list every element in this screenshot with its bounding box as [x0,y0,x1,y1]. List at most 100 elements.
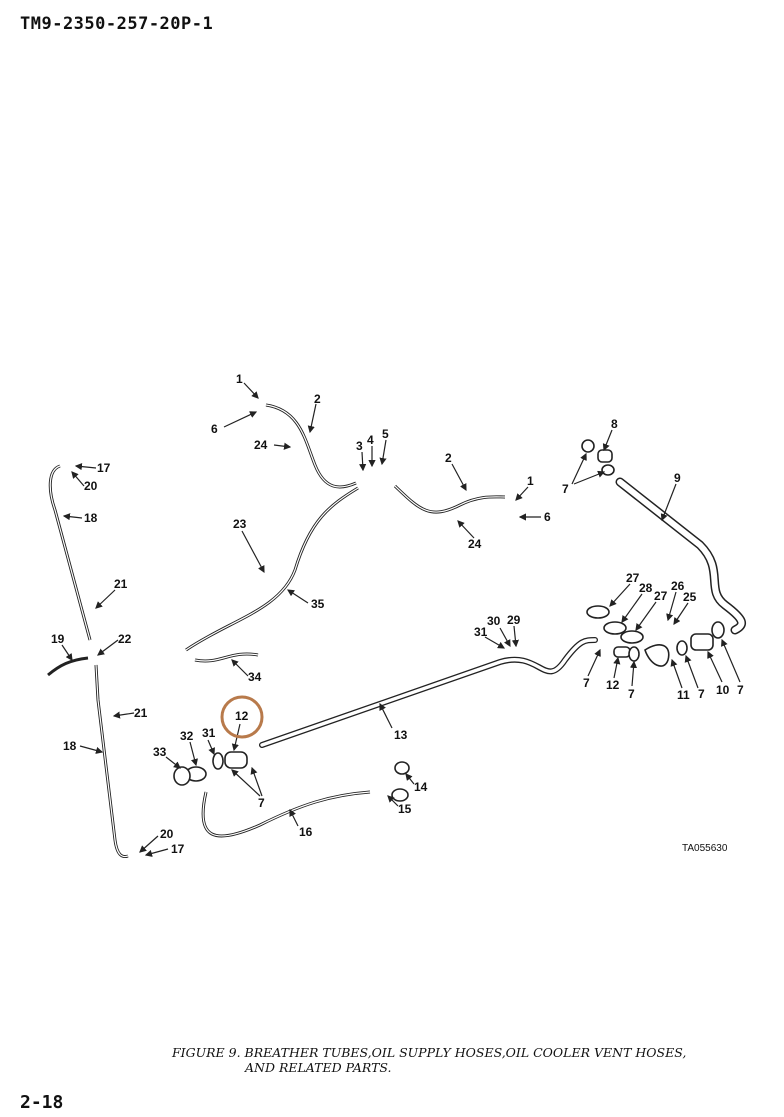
leader-line [721,638,741,683]
leader-line [139,835,159,853]
callout-31: 31 [474,625,488,639]
callout-7: 7 [698,687,705,701]
leader-line [587,648,601,677]
leader-line [499,627,511,648]
leader-line [684,654,699,689]
leader-line [359,451,367,472]
leader-line [289,808,299,827]
callout-24: 24 [254,438,268,452]
leader-line [484,636,506,649]
hose-34 [194,652,259,663]
callout-24: 24 [468,537,482,551]
callout-21: 21 [134,706,148,720]
callout-7: 7 [562,482,569,496]
callout-10: 10 [716,683,730,697]
callout-18: 18 [84,511,98,525]
tube-13 [259,637,598,748]
leader-line [670,658,683,689]
leader-line [660,483,677,522]
callout-34: 34 [248,670,262,684]
leader-line [457,520,475,539]
callout-21: 21 [114,577,128,591]
callout-14: 14 [414,780,428,794]
tube-18-upper [48,464,92,641]
leader-line [74,463,97,471]
hose-2-upper [265,403,357,489]
callout-13: 13 [394,728,408,742]
hose-35 [185,486,359,652]
callout-27: 27 [626,571,640,585]
callout-6: 6 [211,422,218,436]
leader-line [223,411,258,428]
callout-6: 6 [544,510,551,524]
leader-line [144,848,169,857]
caption-line-2: AND RELATED PARTS. [245,1060,392,1075]
leader-line [207,739,215,756]
leader-line [673,602,689,625]
leader-line [635,601,657,631]
callout-23: 23 [233,517,247,531]
leader-line [97,639,119,656]
leader-line [379,702,393,729]
leader-line [165,756,181,769]
leader-line [511,625,519,648]
leader-line [307,403,317,434]
callout-4: 4 [367,433,374,447]
fittings [173,439,725,802]
callout-20: 20 [160,827,174,841]
callout-20: 20 [84,479,98,493]
callout-32: 32 [180,729,194,743]
callout-27: 27 [654,589,668,603]
hose-2-right [393,484,506,514]
callout-12: 12 [235,709,249,723]
leader-line [379,439,387,466]
leader-line [573,470,606,485]
callout-29: 29 [507,613,521,627]
tube-18-lower [94,664,129,859]
leader-lines [61,382,741,857]
art-code: TA055630 [682,843,728,854]
callout-30: 30 [487,614,501,628]
callout-28: 28 [639,581,653,595]
leader-line [241,530,265,574]
callout-3: 3 [356,439,363,453]
leader-line [79,745,104,754]
callout-5: 5 [382,427,389,441]
highlight-circle [220,695,264,739]
callout-7: 7 [737,683,744,697]
leader-line [451,463,467,492]
callout-15: 15 [398,802,412,816]
callout-7: 7 [628,687,635,701]
leader-line [621,593,643,623]
leader-line [515,486,529,501]
callout-17: 17 [97,461,111,475]
callout-2: 2 [314,392,321,406]
leader-line [189,741,198,767]
callout-7: 7 [258,796,265,810]
leader-line [231,769,261,797]
caption-line-1: FIGURE 9. BREATHER TUBES,OIL SUPPLY HOSE… [172,1045,687,1060]
callout-1: 1 [236,372,243,386]
leader-line [629,660,638,687]
callout-22: 22 [118,632,132,646]
leader-line [62,513,83,521]
callout-33: 33 [153,745,167,759]
callout-16: 16 [299,825,313,839]
leader-line [112,711,135,719]
callout-1: 1 [527,474,534,488]
leader-line [613,656,621,679]
leader-line [286,589,309,604]
document-number: TM9-2350-257-20P-1 [20,14,214,34]
leader-line [250,766,263,797]
leader-line [273,442,292,450]
leader-line [243,382,259,399]
leader-line [387,795,399,807]
callout-19: 19 [51,632,65,646]
callout-35: 35 [311,597,325,611]
callout-17: 17 [171,842,185,856]
callout-26: 26 [671,579,685,593]
callout-7: 7 [583,676,590,690]
leader-line [95,589,116,609]
